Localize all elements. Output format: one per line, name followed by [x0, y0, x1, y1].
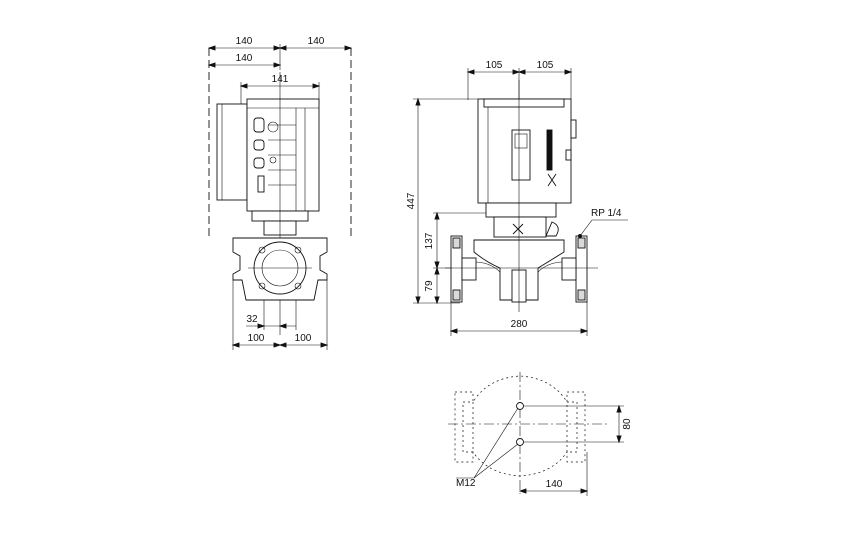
side-dim-top-left: 140 — [236, 36, 253, 47]
side-dim-bottom-right: 100 — [295, 333, 312, 344]
front-display — [511, 129, 531, 181]
base-dim-hole-offset: 140 — [546, 479, 563, 490]
front-dim-total-height: 447 — [406, 192, 417, 209]
front-dim-top-left: 105 — [486, 60, 503, 71]
front-view: 105 105 447 137 79 — [406, 60, 628, 336]
front-dim-flange-height: 137 — [424, 232, 435, 249]
base-footprint — [454, 375, 586, 477]
base-dim-hole-spacing: 80 — [622, 418, 633, 430]
grundfos-logo — [546, 129, 553, 171]
bolt-hole-bottom — [516, 438, 524, 446]
front-dim-top-right: 105 — [537, 60, 554, 71]
side-view: 140 140 140 141 — [207, 36, 353, 350]
front-dim-port-height: 79 — [424, 280, 435, 292]
side-dim-top-right: 140 — [308, 36, 325, 47]
front-vent-label: RP 1/4 — [591, 208, 622, 219]
bolt-hole-top — [516, 402, 524, 410]
base-bolt-label: M12 — [456, 478, 476, 489]
side-dim-second: 140 — [236, 53, 253, 64]
base-view: 80 140 M12 — [448, 372, 633, 496]
side-dim-bottom-left: 100 — [248, 333, 265, 344]
control-box — [216, 103, 248, 201]
front-dim-port-to-port: 280 — [511, 319, 528, 330]
side-dim-port-offset: 32 — [246, 314, 258, 325]
